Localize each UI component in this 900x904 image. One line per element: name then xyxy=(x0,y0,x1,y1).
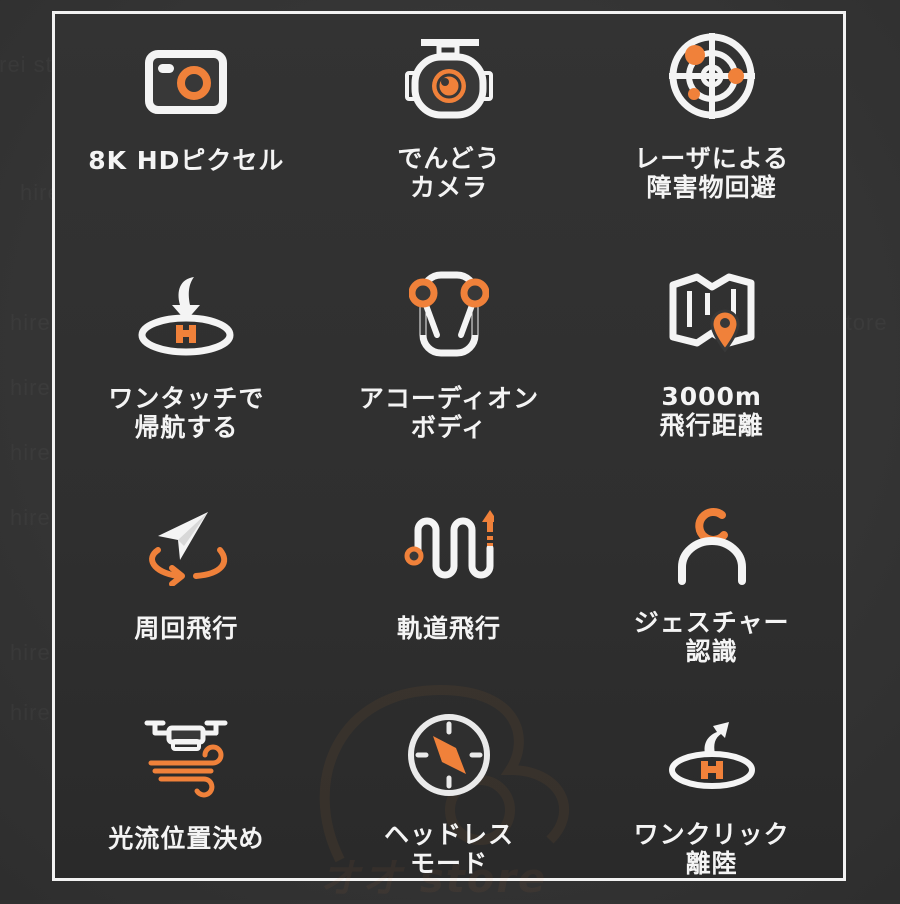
foldable-drone-body-icon xyxy=(394,264,504,364)
feature-label: 8K HDピクセル xyxy=(88,146,285,175)
feature-laser-obstacle-avoidance: レーザによる 障害物回避 xyxy=(580,14,843,246)
compact-camera-icon xyxy=(131,32,241,132)
feature-label: ヘッドレス モード xyxy=(383,820,514,878)
feature-label: ワンクリック 離陸 xyxy=(633,820,790,878)
feature-8k-hd: 8K HDピクセル xyxy=(55,14,318,246)
feature-optical-flow-positioning: 光流位置決め xyxy=(55,698,318,878)
feature-one-touch-return: ワンタッチで 帰航する xyxy=(55,246,318,478)
feature-label: 3000m 飛行距離 xyxy=(659,382,764,440)
orbit-flight-icon xyxy=(131,496,241,596)
feature-label: 周回飛行 xyxy=(134,614,239,643)
feature-label: ジェスチャー 認識 xyxy=(633,608,790,666)
feature-trajectory-flight: 軌道飛行 xyxy=(318,478,581,698)
dash-camera-icon xyxy=(394,28,504,128)
gesture-person-icon xyxy=(657,492,767,592)
feature-label: 軌道飛行 xyxy=(396,614,501,643)
feature-orbit-flight: 周回飛行 xyxy=(55,478,318,698)
feature-accordion-body: アコーディオン ボディ xyxy=(318,246,581,478)
feature-label: アコーディオン ボディ xyxy=(358,384,540,442)
feature-label: でんどう カメラ xyxy=(397,144,501,202)
return-home-landing-icon xyxy=(131,264,241,364)
radar-target-icon xyxy=(657,26,767,126)
trajectory-path-icon xyxy=(394,496,504,596)
feature-grid: 8K HDピクセル でんどう カメラ xyxy=(55,14,843,878)
optical-flow-drone-icon xyxy=(131,706,241,806)
feature-gesture-recognition: ジェスチャー 認識 xyxy=(580,478,843,698)
watermark-logo-text: オオ store xyxy=(320,856,548,902)
feature-label: 光流位置決め xyxy=(108,824,265,853)
feature-label: レーザによる 障害物回避 xyxy=(634,144,790,202)
feature-label: ワンタッチで 帰航する xyxy=(108,384,265,442)
takeoff-helipad-icon xyxy=(657,706,767,802)
feature-one-click-takeoff: ワンクリック 離陸 xyxy=(580,698,843,878)
feature-3000m-flight-distance: 3000m 飛行距離 xyxy=(580,246,843,478)
feature-headless-mode: ヘッドレス モード xyxy=(318,698,581,878)
map-pin-icon xyxy=(657,264,767,364)
compass-icon xyxy=(394,706,504,804)
feature-dash-camera: でんどう カメラ xyxy=(318,14,581,246)
